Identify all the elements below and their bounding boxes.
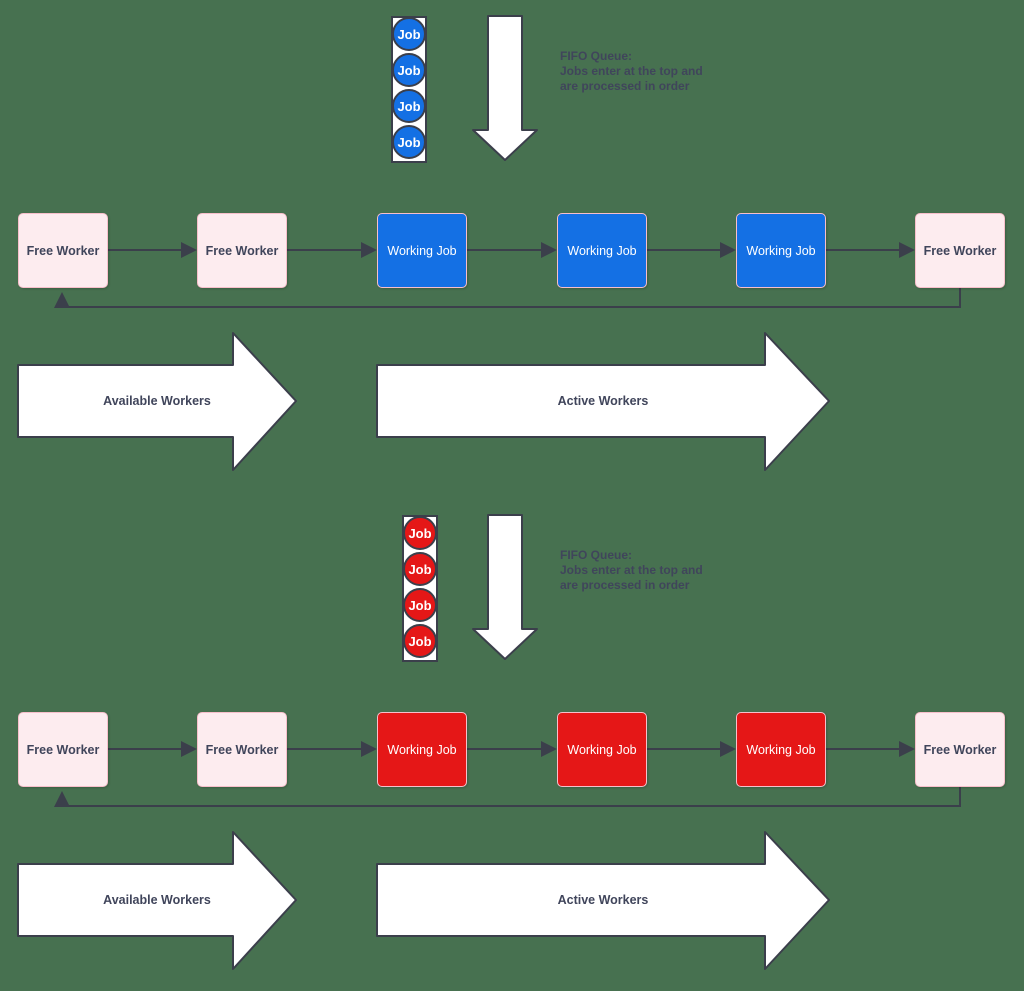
section-red-fifo: Job Job Job Job FIFO Queue: Jobs enter a… [0,499,1024,991]
free-worker-box: Free Worker [197,712,287,787]
job-circle: Job [392,17,426,51]
active-workers-label: Active Workers [557,893,649,907]
job-circle: Job [403,588,437,622]
available-workers-arrow-shape [17,332,297,471]
active-workers-arrow-shape [376,332,830,471]
job-queue: Job Job Job Job [402,515,438,662]
fifo-note-line: FIFO Queue: [560,548,632,562]
job-queue: Job Job Job Job [391,16,427,163]
free-worker-box: Free Worker [915,712,1005,787]
free-worker-box: Free Worker [18,712,108,787]
section-shapes-layer [17,15,961,471]
active-workers-label: Active Workers [557,394,649,408]
working-job-box: Working Job [736,213,826,288]
free-worker-box: Free Worker [18,213,108,288]
section-shapes-layer [17,514,961,970]
job-circle: Job [392,89,426,123]
queue-down-arrow-icon [472,514,538,660]
return-loop-arrow [54,787,961,807]
job-circle: Job [403,516,437,550]
working-job-box: Working Job [557,712,647,787]
fifo-note-line: are processed in order [560,79,690,93]
fifo-note-line: Jobs enter at the top and [560,64,703,78]
working-job-box: Working Job [736,712,826,787]
queue-down-arrow-icon [472,15,538,161]
job-circle: Job [403,624,437,658]
working-job-box: Working Job [377,712,467,787]
return-loop-arrow [54,288,961,308]
available-workers-label: Available Workers [103,893,211,907]
free-worker-box: Free Worker [915,213,1005,288]
job-circle: Job [392,125,426,159]
active-workers-arrow-shape [376,831,830,970]
free-worker-box: Free Worker [197,213,287,288]
fifo-note-line: Jobs enter at the top and [560,563,703,577]
fifo-note-line: are processed in order [560,578,690,592]
fifo-note-line: FIFO Queue: [560,49,632,63]
fifo-note: FIFO Queue: Jobs enter at the top and ar… [560,49,703,94]
working-job-box: Working Job [377,213,467,288]
job-circle: Job [392,53,426,87]
available-workers-label: Available Workers [103,394,211,408]
section-blue-fifo: Job Job Job Job FIFO Queue: Jobs enter a… [0,0,1024,492]
available-workers-arrow-shape [17,831,297,970]
job-circle: Job [403,552,437,586]
fifo-note: FIFO Queue: Jobs enter at the top and ar… [560,548,703,593]
working-job-box: Working Job [557,213,647,288]
